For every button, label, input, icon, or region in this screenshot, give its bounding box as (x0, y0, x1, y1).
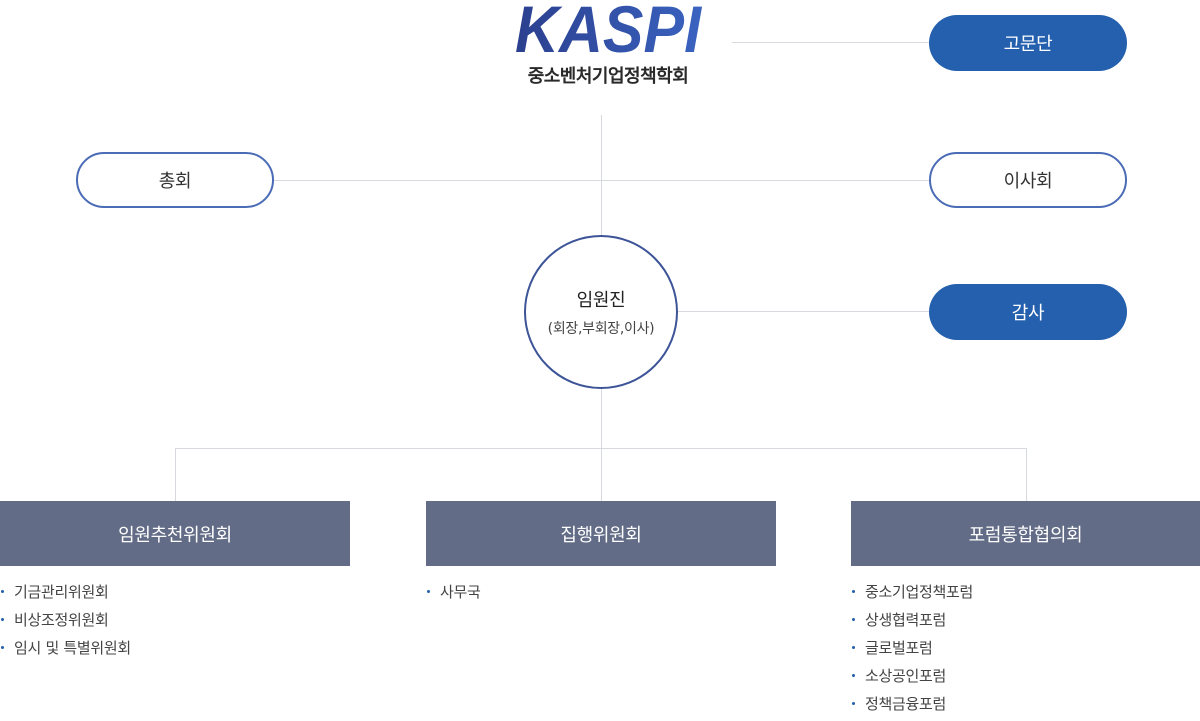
committee-forum-council-list: 중소기업정책포럼 상생협력포럼 글로벌포럼 소상공인포럼 정책금융포럼 (851, 581, 973, 721)
connector-branch-right (1026, 448, 1027, 501)
node-audit: 감사 (929, 284, 1127, 340)
list-item: 글로벌포럼 (851, 637, 973, 665)
committee-nomination-list: 기금관리위원회 비상조정위원회 임시 및 특별위원회 (0, 581, 131, 665)
organization-name: 중소벤처기업정책학회 (527, 66, 689, 87)
committee-nomination: 임원추천위원회 (0, 501, 350, 566)
list-item: 임시 및 특별위원회 (0, 637, 131, 665)
node-executives: 임원진 (회장,부회장,이사) (524, 235, 678, 389)
kaspi-logo-mark: KASPI (515, 0, 703, 56)
list-item: 중소기업정책포럼 (851, 581, 973, 609)
connector-logo-advisory (732, 42, 932, 43)
node-general-assembly: 총회 (76, 152, 274, 208)
node-board: 이사회 (929, 152, 1127, 208)
list-item: 정책금융포럼 (851, 693, 973, 721)
list-item: 사무국 (426, 581, 481, 609)
connector-executives-audit (676, 311, 932, 312)
list-item: 소상공인포럼 (851, 665, 973, 693)
connector-trunk-lower (601, 388, 602, 501)
committee-executive: 집행위원회 (426, 501, 776, 566)
executives-title: 임원진 (576, 290, 626, 311)
connector-branch-horizontal (175, 448, 1027, 449)
connector-branch-left (175, 448, 176, 501)
list-item: 기금관리위원회 (0, 581, 131, 609)
list-item: 상생협력포럼 (851, 609, 973, 637)
kaspi-logo: KASPI 중소벤처기업정책학회 (512, 0, 704, 90)
kaspi-logo-text: KASPI (515, 0, 703, 56)
committee-executive-list: 사무국 (426, 581, 481, 609)
node-advisory: 고문단 (929, 15, 1127, 71)
connector-trunk-upper (601, 115, 602, 236)
committee-forum-council: 포럼통합협의회 (851, 501, 1200, 566)
list-item: 비상조정위원회 (0, 609, 131, 637)
connector-assembly-board (272, 180, 932, 181)
executives-subtitle: (회장,부회장,이사) (547, 321, 655, 337)
